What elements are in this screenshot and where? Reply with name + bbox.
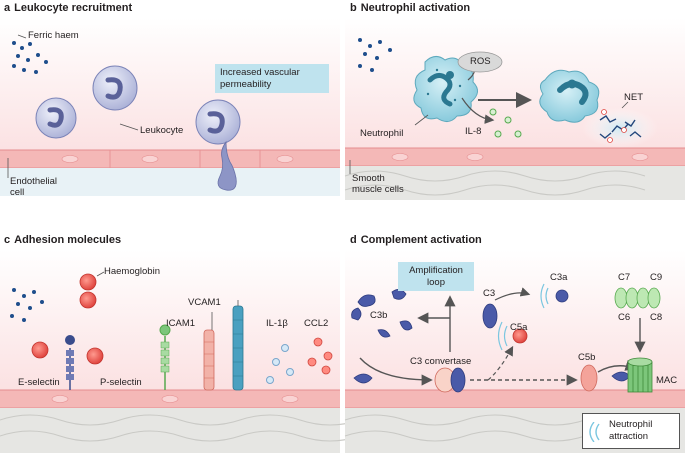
haemoglobin-molecules (31, 273, 104, 365)
panel-d-title-text: Complement activation (360, 234, 482, 246)
c3a-label: C3a (550, 272, 568, 283)
ros-label: ROS (470, 56, 491, 67)
c3a-molecule (555, 289, 569, 303)
ferric-haem-dots-b (358, 38, 392, 72)
il1b-label: IL-1β (266, 318, 288, 329)
panel-a-letter: a (4, 2, 11, 14)
c3b-to-convertase-arrow (359, 357, 433, 386)
c5a-signal (497, 321, 508, 351)
net-label: NET (624, 92, 643, 103)
panel-c-title-text: Adhesion molecules (14, 234, 122, 246)
panel-c-letter: c (4, 234, 11, 246)
smooth-muscle-label-line2: muscle cells (352, 184, 404, 195)
amplification-line2: loop (427, 276, 445, 288)
neutrophil-leader (414, 114, 429, 126)
neutrophil-cell (413, 56, 478, 122)
c3-molecule (482, 303, 498, 329)
panel-b-background (344, 18, 685, 200)
il8-label: IL-8 (465, 126, 482, 137)
panel-a-title-text: Leukocyte recruitment (14, 2, 133, 14)
c8-label: C8 (650, 312, 663, 323)
ferric-haem-label-a: Ferric haem (28, 30, 79, 41)
permeability-callout: Increased vascular permeability (215, 64, 329, 93)
endothelial-label-line1: Endothelial (10, 176, 58, 187)
legend-line2: attraction (609, 431, 649, 442)
amplification-line1: Amplification (409, 265, 463, 276)
panel-b-letter: b (350, 2, 357, 14)
e-selectin-label: E-selectin (18, 377, 60, 388)
il1b-molecules (266, 344, 294, 384)
ferric-haem-leader (17, 34, 27, 39)
amplification-loop-callout: Amplification loop (398, 262, 474, 291)
c3-convertase-label: C3 convertase (410, 356, 472, 367)
leukocyte-cells (35, 65, 241, 191)
c3-label: C3 (483, 288, 496, 299)
endothelial-label-line2: cell (10, 187, 25, 198)
ros-bubble (457, 51, 503, 73)
c3a-arrow (494, 287, 531, 301)
c3b-cluster (351, 289, 413, 338)
e-selectin-molecule (65, 335, 75, 390)
convertase-to-c5a-arrow (487, 345, 514, 381)
c6-c9-complex (614, 287, 661, 309)
c3a-signal (540, 283, 549, 309)
permeability-callout-line2: permeability (220, 78, 272, 90)
ferric-haem-dots-c (10, 288, 44, 322)
leukocyte-leader (119, 123, 139, 131)
c6-label: C6 (618, 312, 631, 323)
c5b-molecule (580, 364, 598, 392)
legend-line1: Neutrophil (609, 419, 653, 430)
ccl2-molecules (307, 337, 333, 375)
panel-d-letter: d (350, 234, 357, 246)
panel-b-title-text: Neutrophil activation (360, 2, 471, 14)
c5a-molecule (512, 328, 528, 344)
c9-label: C9 (650, 272, 663, 283)
panel-c-background (0, 250, 361, 453)
c3-convertase (434, 367, 466, 393)
c3b-bound (353, 373, 373, 384)
c5b-label: C5b (578, 352, 596, 363)
smooth-muscle-label-line1: Smooth (352, 173, 385, 184)
mac-pore (627, 357, 653, 393)
il8-arrow (461, 97, 495, 124)
c7-label: C7 (618, 272, 631, 283)
mac-label: MAC (656, 375, 678, 386)
haemoglobin-label: Haemoglobin (104, 266, 160, 277)
p-selectin-molecule (159, 324, 171, 390)
ferric-haem-dots-a (12, 41, 48, 74)
icam1-molecule (203, 329, 215, 391)
vcam1-molecule (232, 305, 244, 391)
ccl2-label: CCL2 (304, 318, 329, 329)
attraction-signal-icon (589, 422, 600, 442)
haemoglobin-leader (96, 271, 105, 277)
neutrophil-attraction-legend: Neutrophil attraction (582, 413, 680, 449)
c5a-label: C5a (510, 322, 528, 333)
activated-neutrophil (539, 69, 658, 148)
il8-molecules (489, 108, 522, 138)
net-leader (621, 101, 629, 109)
c3b-label: C3b (370, 310, 388, 321)
leukocyte-label: Leukocyte (140, 125, 184, 136)
neutrophil-label: Neutrophil (360, 128, 404, 139)
p-selectin-label: P-selectin (100, 377, 142, 388)
icam1-label: ICAM1 (166, 318, 196, 329)
vcam1-label: VCAM1 (188, 297, 221, 308)
permeability-callout-line1: Increased vascular (220, 67, 300, 78)
